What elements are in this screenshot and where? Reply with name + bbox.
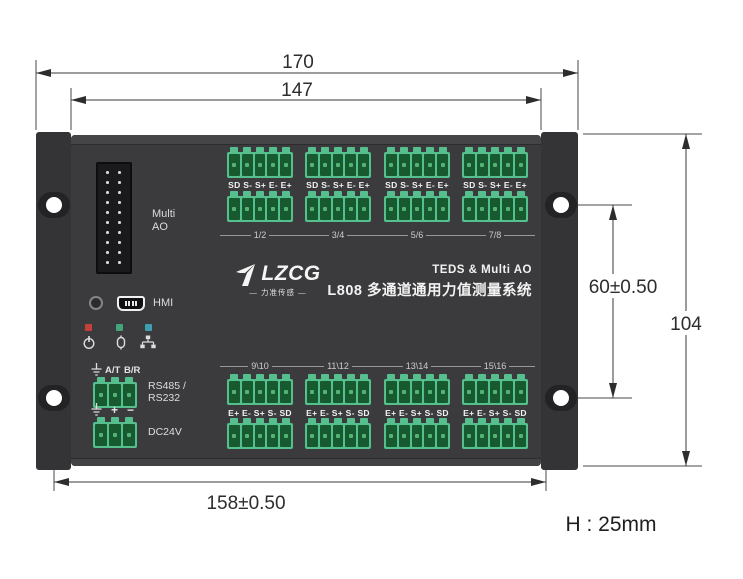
- terminal-connector[interactable]: [462, 374, 528, 405]
- plus-pin-label: +: [111, 403, 119, 417]
- logo-text: LZCG: [261, 262, 321, 285]
- ground-icon: [91, 403, 102, 416]
- terminal-connector[interactable]: [227, 418, 293, 449]
- minus-pin-label: −: [127, 403, 135, 417]
- channel-label: 9\10: [251, 361, 269, 371]
- terminal-connector[interactable]: [462, 147, 528, 178]
- multi-ao-label-line2: AO: [152, 221, 168, 233]
- pin-labels: E+ E- S+ S- SD: [463, 408, 527, 418]
- pin-labels: SD S- S+ E- E+: [385, 180, 449, 190]
- mounting-ear-right: [541, 132, 578, 470]
- dim-label-overall-height: 104: [670, 314, 702, 335]
- status-led: [116, 324, 123, 331]
- channel-label-row: 1/2: [220, 230, 301, 240]
- dim-label-hole-spacing-h: 158±0.50: [206, 493, 285, 514]
- channel-label: 13\14: [405, 361, 429, 371]
- dc24v-label: DC24V: [148, 426, 182, 438]
- hmi-label: HMI: [153, 297, 174, 309]
- channel-group-13-14: 13\14 E+ E- S+ S- SD: [377, 361, 457, 451]
- multi-ao-connector: [96, 162, 132, 274]
- pin-labels: SD S- S+ E- E+: [306, 180, 370, 190]
- terminal-connector[interactable]: [462, 191, 528, 222]
- ground-icon: [91, 363, 102, 376]
- product-title-block: TEDS & Multi AO L808 多通道通用力值测量系统: [327, 264, 532, 300]
- terminal-connector[interactable]: [305, 191, 371, 222]
- mounting-slot: [38, 192, 70, 218]
- channel-label-row: 5/6: [377, 230, 458, 240]
- rs485-label-line2: RS232: [148, 391, 181, 404]
- channel-label-row: 13\14: [377, 361, 457, 371]
- product-subtitle: TEDS & Multi AO: [432, 264, 532, 276]
- terminal-connector[interactable]: [305, 418, 371, 449]
- lzcg-logo-icon: [236, 264, 256, 286]
- terminal-connector[interactable]: [305, 147, 371, 178]
- channel-group-9-10: 9\10 E+ E- S+ S- SD: [220, 361, 300, 451]
- terminal-connector[interactable]: [227, 374, 293, 405]
- terminal-connector[interactable]: [305, 374, 371, 405]
- terminal-connector[interactable]: [227, 147, 293, 178]
- usb-icon: [116, 335, 126, 350]
- channel-group-5-6: SD S- S+ E- E+ 5/6: [377, 147, 458, 257]
- mounting-hole: [553, 390, 569, 406]
- terminal-connector[interactable]: [384, 147, 450, 178]
- terminal-connector[interactable]: [384, 374, 450, 405]
- mounting-hole: [46, 197, 62, 213]
- multi-ao-label-line1: Multi: [152, 208, 176, 220]
- channel-group-1-2: SD S- S+ E- E+ 1/2: [220, 147, 301, 257]
- power-led: [85, 324, 92, 331]
- pin-labels: E+ E- S+ S- SD: [306, 408, 370, 418]
- rs485-label-line1: RS485 /: [148, 380, 186, 392]
- dim-label-hole-spacing-v: 60±0.50: [589, 277, 658, 298]
- power-icon: [83, 336, 95, 350]
- mounting-slot: [545, 385, 577, 411]
- channel-label: 1/2: [253, 230, 267, 240]
- pin-labels: E+ E- S+ S- SD: [385, 408, 449, 418]
- channel-label-row: 11\12: [298, 361, 379, 371]
- pin-labels: SD S- S+ E- E+: [463, 180, 527, 190]
- brand-tagline: — 力准传感 —: [249, 288, 307, 297]
- dc24v-connector[interactable]: [93, 417, 137, 448]
- rs485-connector[interactable]: [93, 377, 137, 408]
- channel-label-row: 15\16: [455, 361, 535, 371]
- channel-label-row: 7/8: [455, 230, 536, 240]
- channel-group-3-4: SD S- S+ E- E+ 3/4: [298, 147, 379, 257]
- mounting-slot: [38, 385, 70, 411]
- network-led: [145, 324, 152, 331]
- rs485-label: RS485 / RS232: [148, 380, 186, 404]
- device-front-panel: Multi AO HMI A/T B: [71, 135, 541, 466]
- hmi-usb-port[interactable]: [117, 296, 145, 311]
- channel-label: 3/4: [331, 230, 345, 240]
- dim-label-body-width: 147: [281, 80, 313, 101]
- pin-labels: SD S- S+ E- E+: [228, 180, 292, 190]
- at-pin-label: A/T: [105, 365, 121, 376]
- channel-label: 11\12: [327, 361, 349, 371]
- mounting-hole: [553, 197, 569, 213]
- idc-pin-grid: [106, 171, 122, 265]
- pin-labels: E+ E- S+ S- SD: [228, 408, 292, 418]
- mounting-ear-left: [36, 132, 71, 470]
- br-pin-label: B/R: [124, 365, 141, 376]
- channel-group-15-16: 15\16 E+ E- S+ S- SD: [455, 361, 535, 451]
- product-title: L808 多通道通用力值测量系统: [327, 283, 532, 299]
- terminal-connector[interactable]: [384, 418, 450, 449]
- terminal-connector[interactable]: [384, 191, 450, 222]
- mounting-slot: [545, 192, 577, 218]
- channel-label-row: 9\10: [220, 361, 300, 371]
- channel-group-7-8: SD S- S+ E- E+ 7/8: [455, 147, 536, 257]
- channel-label: 15\16: [483, 361, 507, 371]
- brand-block: LZCG — 力准传感 —: [235, 262, 321, 298]
- channel-group-11-12: 11\12 E+ E- S+ S- SD: [298, 361, 379, 451]
- reset-button[interactable]: [89, 296, 103, 310]
- network-icon: [140, 335, 156, 349]
- mounting-hole: [46, 390, 62, 406]
- terminal-connector[interactable]: [227, 191, 293, 222]
- channel-label: 5/6: [410, 230, 424, 240]
- channel-label-row: 3/4: [298, 230, 379, 240]
- channel-label: 7/8: [488, 230, 502, 240]
- dim-label-overall-width: 170: [282, 52, 314, 73]
- height-note: H : 25mm: [565, 513, 656, 536]
- multi-ao-label: Multi AO: [152, 208, 175, 234]
- terminal-connector[interactable]: [462, 418, 528, 449]
